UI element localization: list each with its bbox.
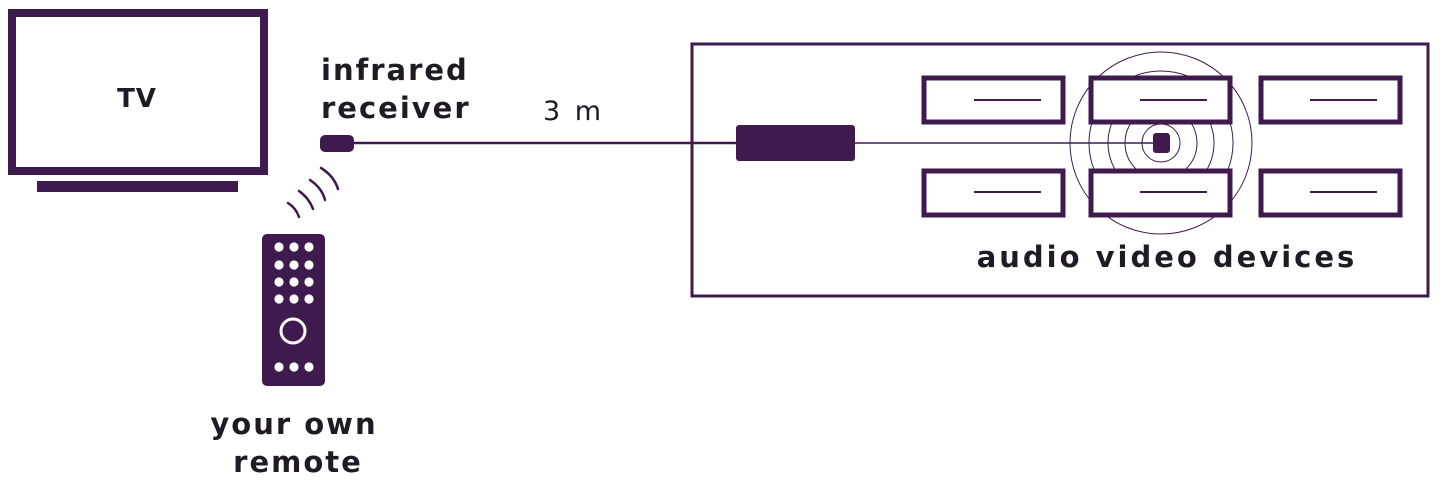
receiver-sensor (320, 135, 354, 152)
av-device (1088, 168, 1233, 218)
cable-length-label: 3 m (543, 96, 604, 127)
devices-label: audio video devices (977, 240, 1358, 274)
av-device (1258, 168, 1403, 218)
remote-body (262, 234, 325, 386)
remote-dpad-icon (279, 317, 307, 345)
remote-label-line1: your own (210, 407, 377, 441)
av-device (921, 75, 1066, 125)
receiver-label-line1: infrared (321, 53, 469, 87)
infrared-receiver: infrared receiver (320, 53, 471, 152)
ir-emitter-hub (736, 125, 855, 161)
tv: TV (8, 9, 268, 192)
av-device (1088, 75, 1233, 125)
cabinet-frame (690, 42, 1430, 298)
ir-emitter-head (1153, 133, 1170, 153)
remote-label-line2: remote (233, 445, 363, 479)
receiver-label-line2: receiver (321, 91, 471, 125)
av-device (921, 168, 1066, 218)
av-device (1258, 75, 1403, 125)
tv-label: TV (117, 84, 157, 114)
ir-signal-waves-icon (286, 166, 340, 219)
tv-stand (37, 181, 238, 192)
remote-control (262, 234, 325, 386)
tv-screen (8, 9, 268, 175)
remote-buttons-icon (274, 242, 314, 372)
av-cabinet: audio video devices (690, 42, 1430, 298)
